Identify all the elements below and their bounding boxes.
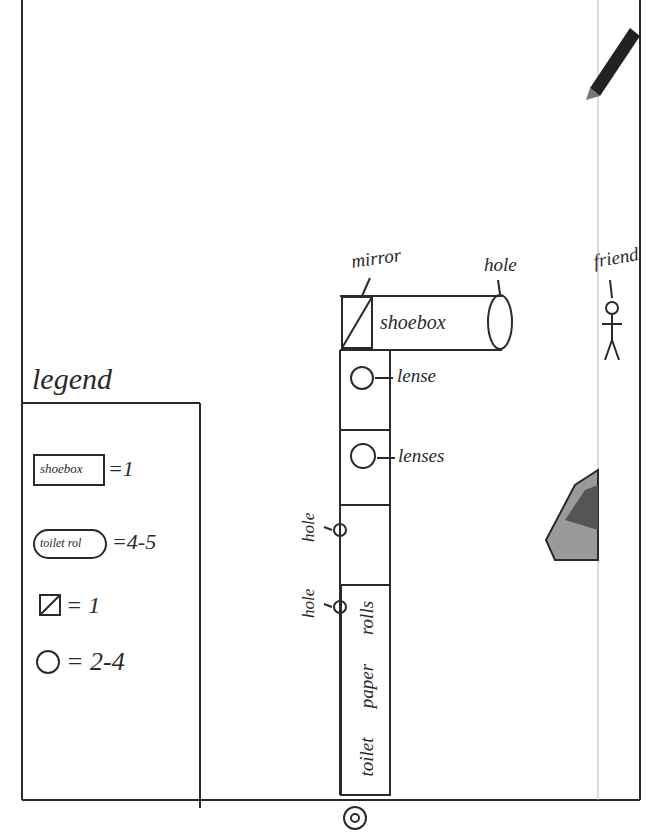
part-label: hole — [300, 513, 319, 542]
lens — [351, 444, 375, 468]
tube-segment: paper — [340, 650, 391, 722]
legend-title: legend — [32, 362, 112, 395]
legend-entry: = 2-4 — [66, 648, 125, 677]
lens-sample — [37, 651, 59, 673]
stick-figure — [606, 302, 618, 314]
hole-ellipse — [488, 295, 512, 349]
leader-line — [375, 377, 393, 379]
mirror-square — [342, 297, 372, 348]
tube-segment: toilet — [340, 720, 391, 796]
shoebox-box: shoebox — [340, 295, 502, 351]
stick-figure — [612, 340, 619, 360]
legend-border — [199, 403, 201, 808]
legend-entry: =4-5 — [112, 530, 156, 554]
leader-line — [362, 278, 370, 296]
tube-joint — [340, 504, 390, 506]
pencil-icon — [586, 28, 640, 100]
part-label: hole — [300, 589, 319, 618]
leader-line — [377, 457, 395, 459]
stick-figure — [611, 314, 613, 340]
sample-text: shoebox — [40, 462, 83, 476]
sample-text: toilet rol — [40, 537, 81, 550]
obstacle — [546, 470, 598, 560]
part-label: mirror — [350, 245, 402, 273]
eyepiece — [351, 814, 359, 822]
tube-joint — [340, 584, 390, 586]
page-border — [21, 0, 23, 800]
leader-line — [610, 280, 612, 298]
stick-figure — [605, 340, 612, 360]
node-text: paper — [356, 664, 375, 708]
leader-line — [498, 280, 500, 294]
margin-line — [598, 0, 599, 800]
mirror-sample — [40, 595, 60, 615]
mirror-sample — [40, 595, 60, 615]
leader-line — [324, 604, 332, 607]
page-border — [639, 0, 641, 800]
part-label: friend — [592, 244, 640, 272]
eyepiece — [344, 807, 366, 829]
lens — [351, 367, 373, 389]
legend-entry: =1 — [108, 457, 134, 481]
tube-joint — [340, 429, 390, 431]
mirror — [342, 297, 372, 348]
roll-sample — [34, 530, 106, 558]
node-text: toilet — [356, 737, 375, 776]
hole — [334, 524, 346, 536]
part-label: hole — [484, 255, 517, 276]
leader-line — [324, 527, 332, 530]
part-label: lense — [397, 366, 436, 387]
part-label: lenses — [398, 446, 444, 467]
node-text: rolls — [356, 601, 375, 635]
shoebox-sample — [34, 455, 104, 485]
page-border — [22, 799, 640, 801]
tube-segment: rolls — [340, 584, 391, 652]
legend-entry: = 1 — [66, 592, 100, 618]
stick-figure — [602, 323, 622, 325]
node-text: shoebox — [380, 311, 446, 333]
legend-border — [22, 402, 200, 404]
